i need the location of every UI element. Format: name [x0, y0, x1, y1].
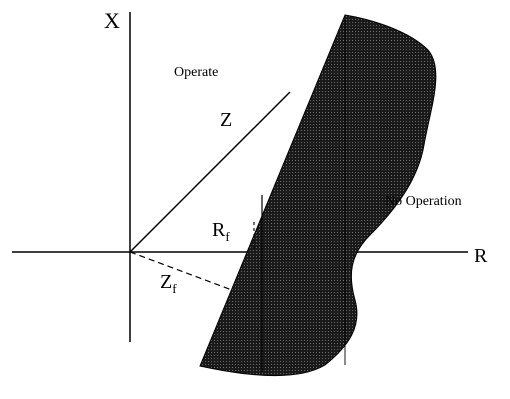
no-operation-region-label: No Operation — [385, 194, 462, 209]
z-vector-line — [129, 91, 291, 253]
x-axis-label: X — [104, 8, 120, 33]
zf-label: Zf — [160, 271, 177, 296]
no-operation-region — [199, 14, 437, 377]
zf-label-main: Z — [160, 271, 172, 293]
zf-label-subscript: f — [172, 281, 177, 296]
rf-label-main: R — [212, 219, 226, 241]
z-vector-label: Z — [220, 109, 232, 131]
zf-vector-line — [129, 251, 233, 291]
r-axis-label: R — [474, 245, 488, 267]
rf-label: Rf — [212, 219, 230, 244]
operate-region-label: Operate — [174, 65, 218, 80]
rf-label-subscript: f — [225, 229, 230, 244]
